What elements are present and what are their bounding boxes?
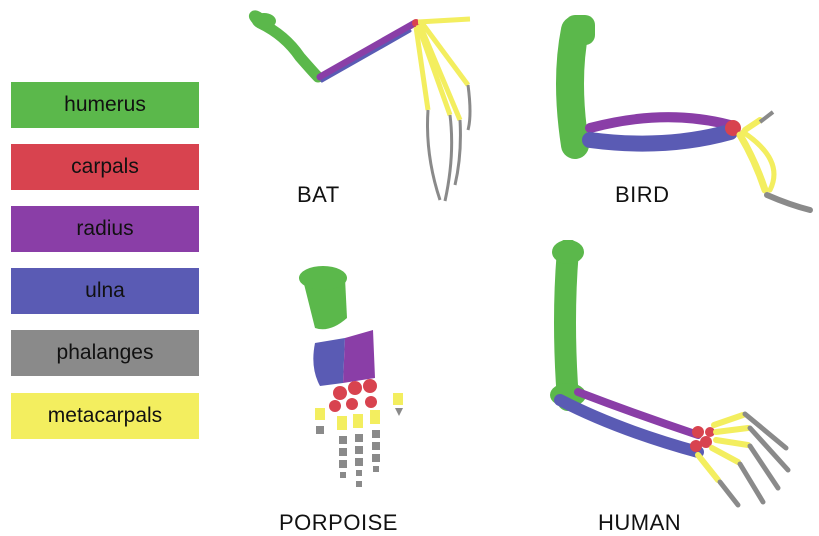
bird-label: BIRD — [615, 182, 670, 208]
legend-phalanges: phalanges — [11, 330, 199, 376]
bird-wing-illustration — [555, 10, 815, 230]
bat-label: BAT — [297, 182, 340, 208]
legend-ulna: ulna — [11, 268, 199, 314]
legend-humerus: humerus — [11, 82, 199, 128]
legend-carpals: carpals — [11, 144, 199, 190]
legend-metacarpals: metacarpals — [11, 393, 199, 439]
bat-wing-illustration — [240, 5, 490, 205]
legend-label: carpals — [71, 155, 139, 179]
legend-label: metacarpals — [48, 404, 162, 428]
human-arm-illustration — [548, 240, 808, 530]
legend-label: humerus — [64, 93, 146, 117]
porpoise-flipper-illustration — [285, 258, 435, 503]
legend-label: radius — [76, 217, 133, 241]
legend-radius: radius — [11, 206, 199, 252]
legend-label: ulna — [85, 279, 125, 303]
human-label: HUMAN — [598, 510, 681, 536]
porpoise-label: PORPOISE — [279, 510, 398, 536]
legend-label: phalanges — [57, 341, 154, 365]
